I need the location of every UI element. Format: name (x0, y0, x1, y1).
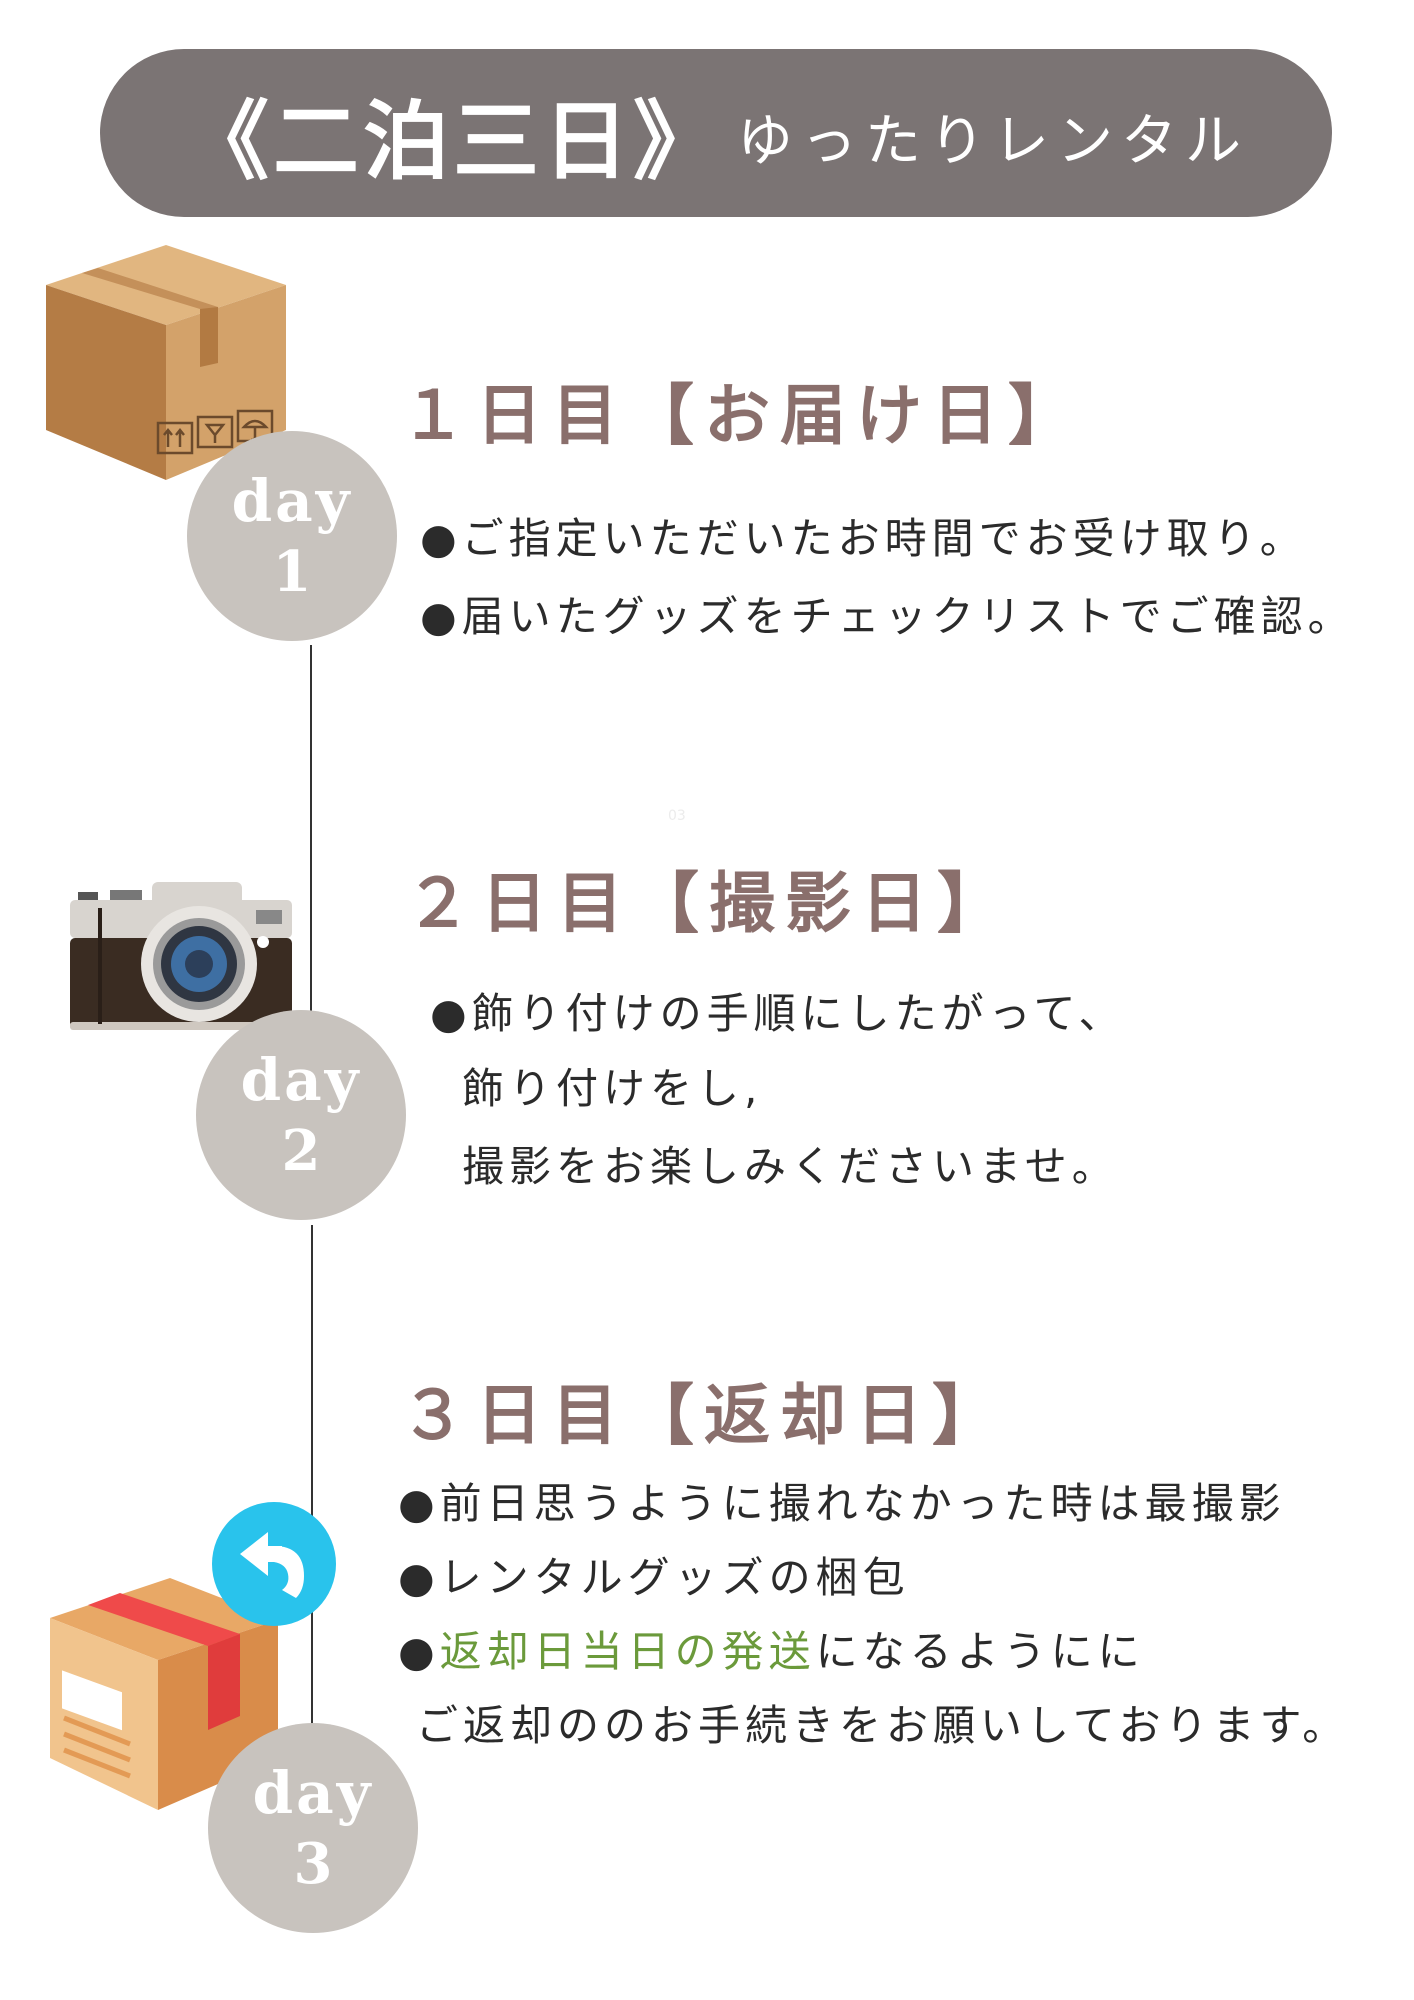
day-3-line-2: ●レンタルグッズの梱包 (398, 1553, 910, 1602)
day-badge-word: day (240, 1045, 362, 1114)
camera-icon (70, 882, 292, 1036)
day-2-heading: ２日目【撮影日】 (405, 865, 1013, 942)
timeline-line-2 (311, 1225, 313, 1735)
day-badge-3: day 3 (208, 1723, 418, 1933)
day-3-line-1: ●前日思うように撮れなかった時は最撮影 (398, 1479, 1286, 1528)
day-3-heading: ３日目【返却日】 (400, 1377, 1008, 1454)
day-3-line-4: ご返却ののお手続きをお願いしております。 (416, 1701, 1350, 1750)
day-2-line-3: 撮影をお楽しみくださいませ。 (462, 1142, 1119, 1191)
day-3-line-3-rest: になるようにに (815, 1627, 1145, 1676)
highlight-return-shipping: 返却日当日の発送 (439, 1627, 816, 1676)
banner-subtitle: ゆったりレンタル (737, 108, 1249, 174)
faint-mark: 03 (668, 808, 686, 824)
cardboard-box-icon (46, 245, 288, 484)
day-2-line-2: 飾り付けをし, (462, 1064, 763, 1113)
day-3-line-3: ●返却日当日の発送になるようにに (398, 1618, 1145, 1679)
timeline-line-1 (310, 645, 312, 1015)
day-3-bullet: ● (398, 1627, 440, 1676)
day-badge-number: 3 (293, 1831, 333, 1898)
title-banner: 《二泊三日》 ゆったりレンタル (100, 49, 1332, 217)
day-badge-number: 2 (281, 1118, 321, 1185)
day-badge-word: day (252, 1758, 374, 1827)
day-badge-number: 1 (272, 539, 312, 606)
banner-title: 《二泊三日》 (183, 91, 723, 192)
day-badge-2: day 2 (196, 1010, 406, 1220)
day-1-heading: １日目【お届け日】 (400, 377, 1084, 454)
day-badge-1: day 1 (187, 431, 397, 641)
day-2-line-1: ●飾り付けの手順にしたがって、 (430, 989, 1126, 1038)
day-1-line-1: ●ご指定いただいたお時間でお受け取り。 (420, 514, 1307, 563)
day-badge-word: day (231, 466, 353, 535)
day-1-line-2: ●届いたグッズをチェックリストでご確認。 (420, 592, 1355, 641)
return-arrow-icon (212, 1502, 336, 1630)
